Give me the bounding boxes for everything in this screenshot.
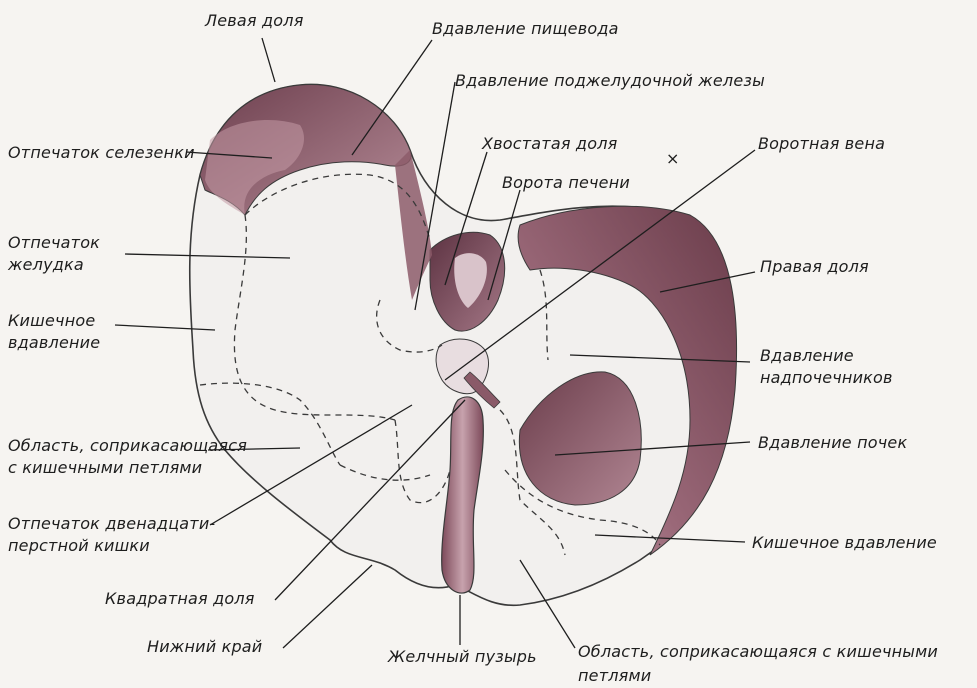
impression-boundaries xyxy=(199,173,661,556)
label-quadrate-lobe: Квадратная доля xyxy=(105,589,255,608)
label-splenic-impression: Отпечаток селезенки xyxy=(8,143,195,162)
label-intestinal-impression-left: Кишечное вдавление xyxy=(8,310,100,354)
label-adrenal-impression: Вдавление надпочечников xyxy=(760,345,893,389)
label-gastric-line2: желудка xyxy=(8,255,84,274)
label-contact-area-right: Область, соприкасающаяся с кишечными пет… xyxy=(578,640,938,688)
label-inferior-margin: Нижний край xyxy=(147,637,263,656)
right-lobe-dark-region xyxy=(517,205,738,556)
label-portal-vein: Воротная вена xyxy=(758,134,886,153)
caudate-lobe-highlight xyxy=(454,253,487,308)
label-right-lobe: Правая доля xyxy=(760,257,869,276)
portal-vein-stub xyxy=(463,371,501,409)
label-contact-right-line1: Область, соприкасающаяся с кишечными xyxy=(578,642,939,661)
label-contact-left-line2: с кишечными петлями xyxy=(8,458,203,477)
leader-lines xyxy=(114,37,756,649)
label-cross-mark: × xyxy=(666,149,680,168)
label-intestinal-impression-right: Кишечное вдавление xyxy=(752,533,937,552)
label-contact-area-left: Область, соприкасающаяся с кишечными пет… xyxy=(8,435,247,479)
label-gastric-impression: Отпечаток желудка xyxy=(8,232,100,276)
label-adrenal-line2: надпочечников xyxy=(760,368,893,387)
spleen-impression xyxy=(205,120,305,215)
label-esophageal-impression: Вдавление пищевода xyxy=(432,19,619,38)
label-porta-hepatis: Ворота печени xyxy=(502,173,630,192)
gallbladder xyxy=(441,396,484,594)
kidney-impression xyxy=(518,371,642,506)
label-adrenal-line1: Вдавление xyxy=(760,346,854,365)
label-gastric-line1: Отпечаток xyxy=(8,233,101,252)
label-intestinal-left-line1: Кишечное xyxy=(8,311,96,330)
label-intestinal-left-line2: вдавление xyxy=(8,333,101,352)
label-contact-right-line2: петлями xyxy=(578,666,652,685)
label-duodenal-line2: перстной кишки xyxy=(8,536,150,555)
label-duodenal-line1: Отпечаток двенадцати- xyxy=(8,514,216,533)
label-renal-impression: Вдавление почек xyxy=(758,433,908,452)
label-contact-left-line1: Область, соприкасающаяся xyxy=(8,436,248,455)
label-caudate-lobe: Хвостатая доля xyxy=(482,134,618,153)
label-left-lobe: Левая доля xyxy=(205,11,304,30)
label-duodenal-impression: Отпечаток двенадцати- перстной кишки xyxy=(8,513,215,557)
label-gallbladder: Желчный пузырь xyxy=(388,647,537,666)
label-pancreatic-impression: Вдавление поджелудочной железы xyxy=(455,71,765,90)
